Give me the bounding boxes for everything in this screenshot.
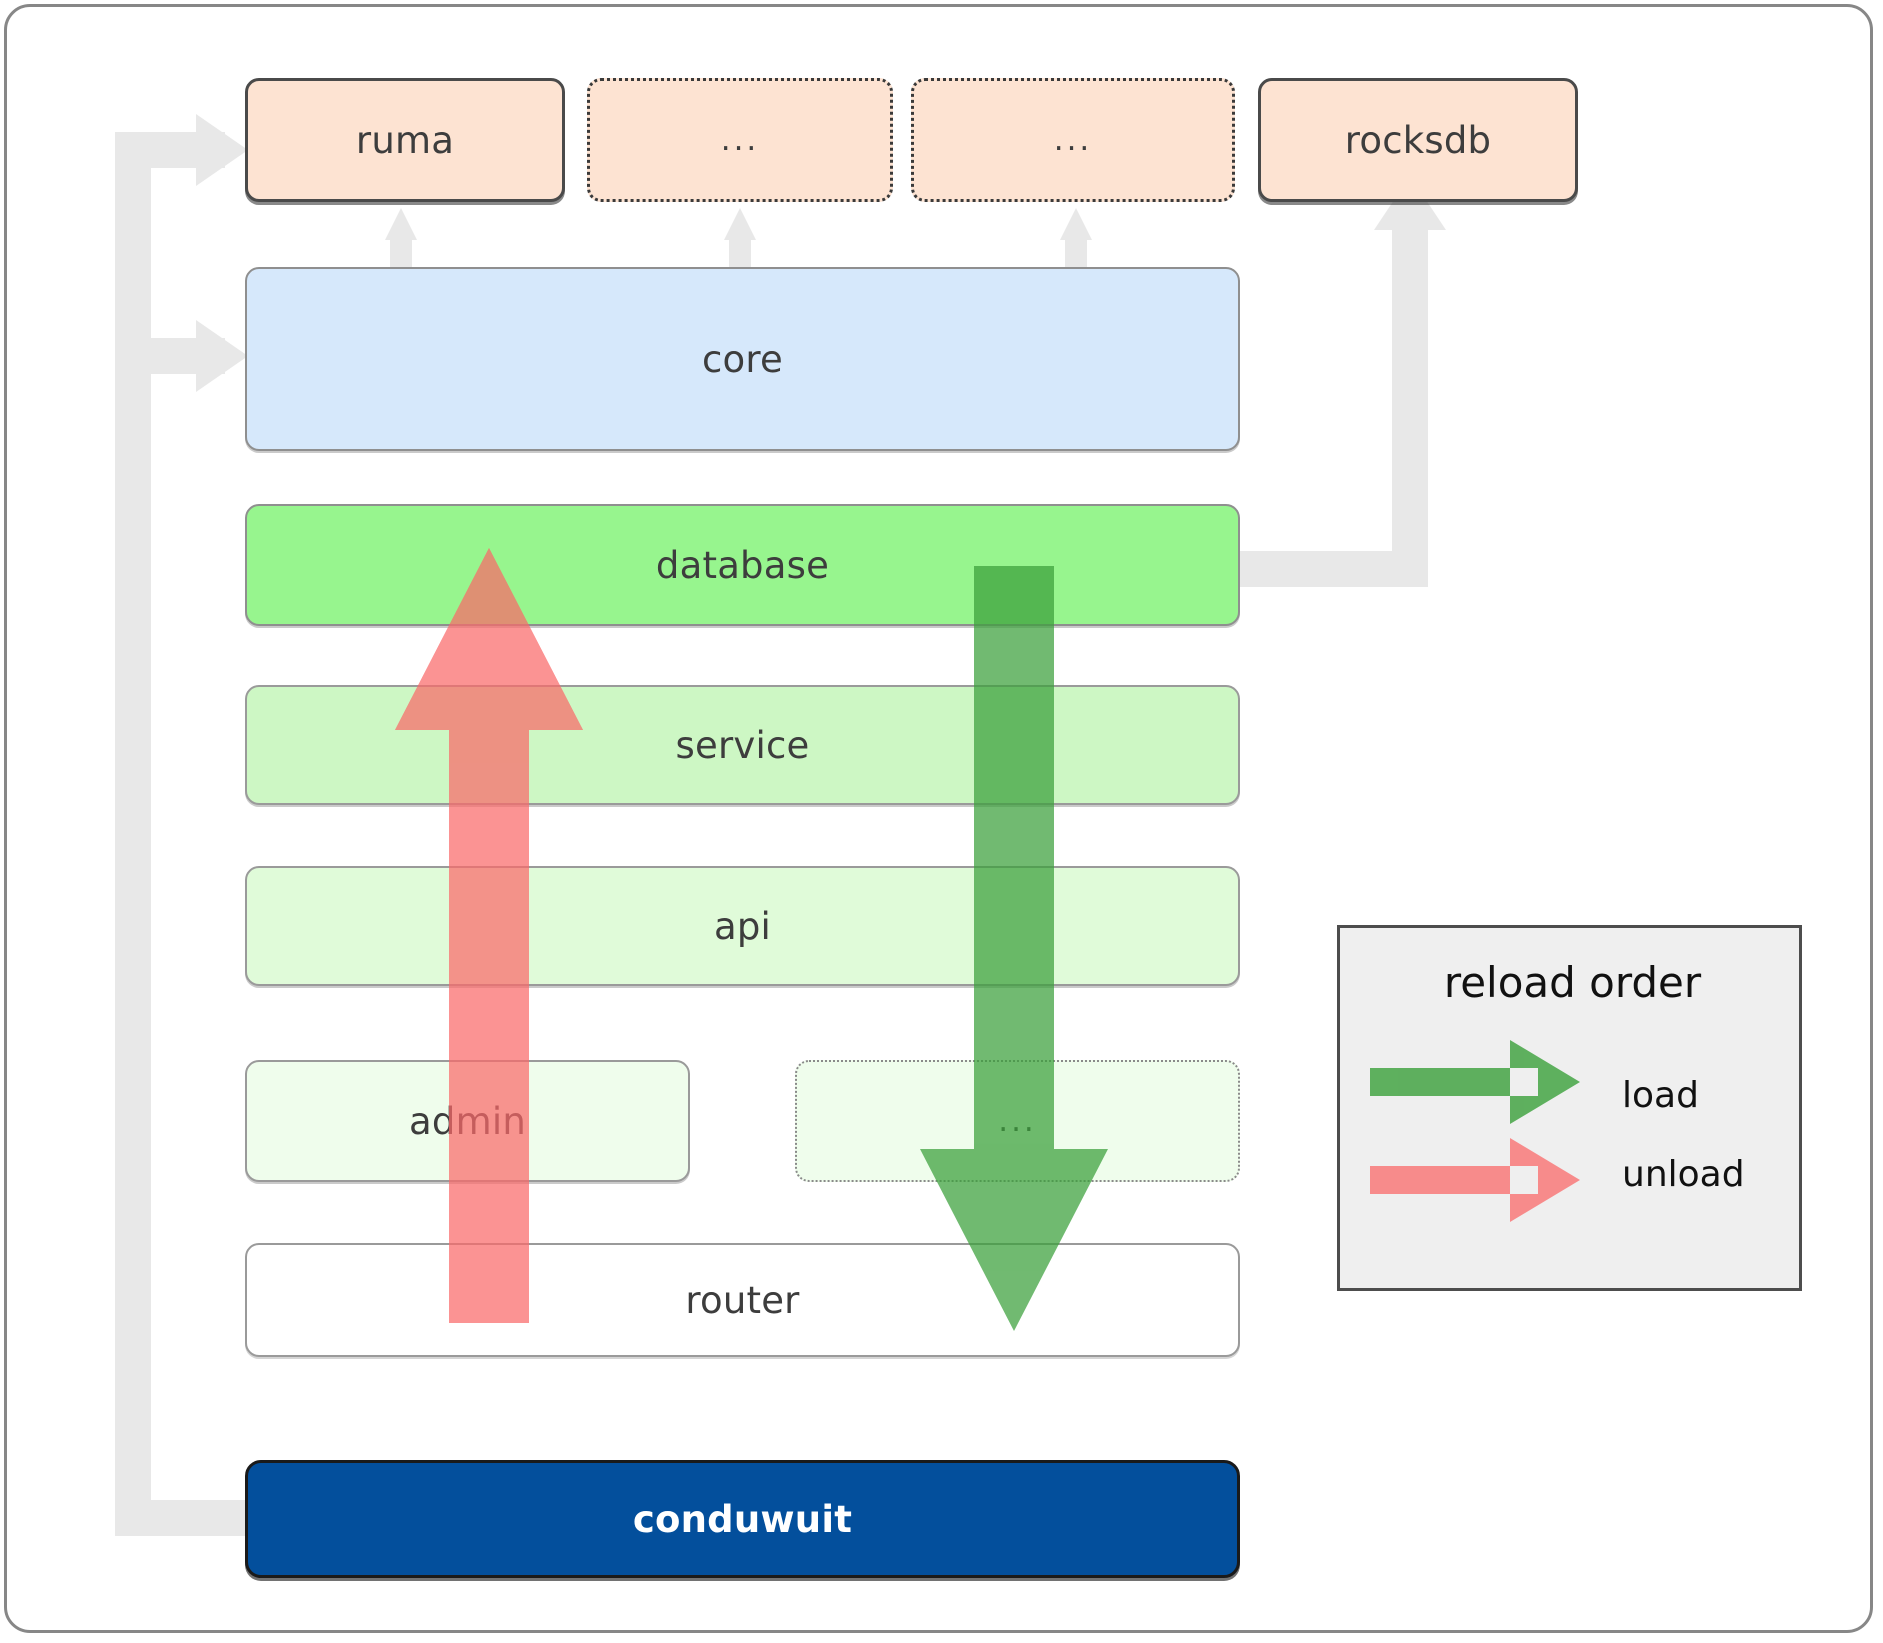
dep-node-rocksdb-label: rocksdb: [1344, 118, 1492, 162]
dep-node-placeholder-1[interactable]: ...: [587, 78, 893, 202]
dep-node-placeholder-2[interactable]: ...: [911, 78, 1235, 202]
layer-node-placeholder-label: ...: [998, 1102, 1037, 1139]
layer-node-admin-label: admin: [409, 1099, 526, 1143]
layer-node-placeholder[interactable]: ...: [795, 1060, 1240, 1182]
dep-node-rocksdb[interactable]: rocksdb: [1258, 78, 1578, 202]
layer-node-admin[interactable]: admin: [245, 1060, 690, 1182]
dep-node-ruma[interactable]: ruma: [245, 78, 565, 202]
layer-node-service-label: service: [675, 723, 810, 767]
layer-node-database-label: database: [655, 543, 830, 587]
legend-panel: reload order load unload: [1337, 925, 1802, 1291]
layer-node-router[interactable]: router: [245, 1243, 1240, 1357]
layer-node-router-label: router: [685, 1278, 800, 1322]
legend-arrow-swatches: [1370, 1040, 1580, 1222]
legend-swatch-load: [1370, 1040, 1580, 1124]
diagram-frame: [4, 4, 1873, 1633]
layer-node-core[interactable]: core: [245, 267, 1240, 451]
layer-node-core-label: core: [702, 337, 783, 381]
dep-node-placeholder-2-label: ...: [1053, 121, 1093, 158]
legend-label-unload: unload: [1622, 1154, 1745, 1195]
layer-node-database[interactable]: database: [245, 504, 1240, 626]
layer-node-api[interactable]: api: [245, 866, 1240, 986]
legend-swatch-unload: [1370, 1138, 1580, 1222]
app-node-conduwuit-label: conduwuit: [632, 1497, 853, 1541]
layer-node-service[interactable]: service: [245, 685, 1240, 805]
legend-title: reload order: [1443, 958, 1702, 1007]
dep-node-placeholder-1-label: ...: [720, 121, 760, 158]
app-node-conduwuit[interactable]: conduwuit: [245, 1460, 1240, 1578]
dep-node-ruma-label: ruma: [355, 118, 455, 162]
legend-label-load: load: [1622, 1075, 1699, 1116]
layer-node-api-label: api: [713, 904, 772, 948]
